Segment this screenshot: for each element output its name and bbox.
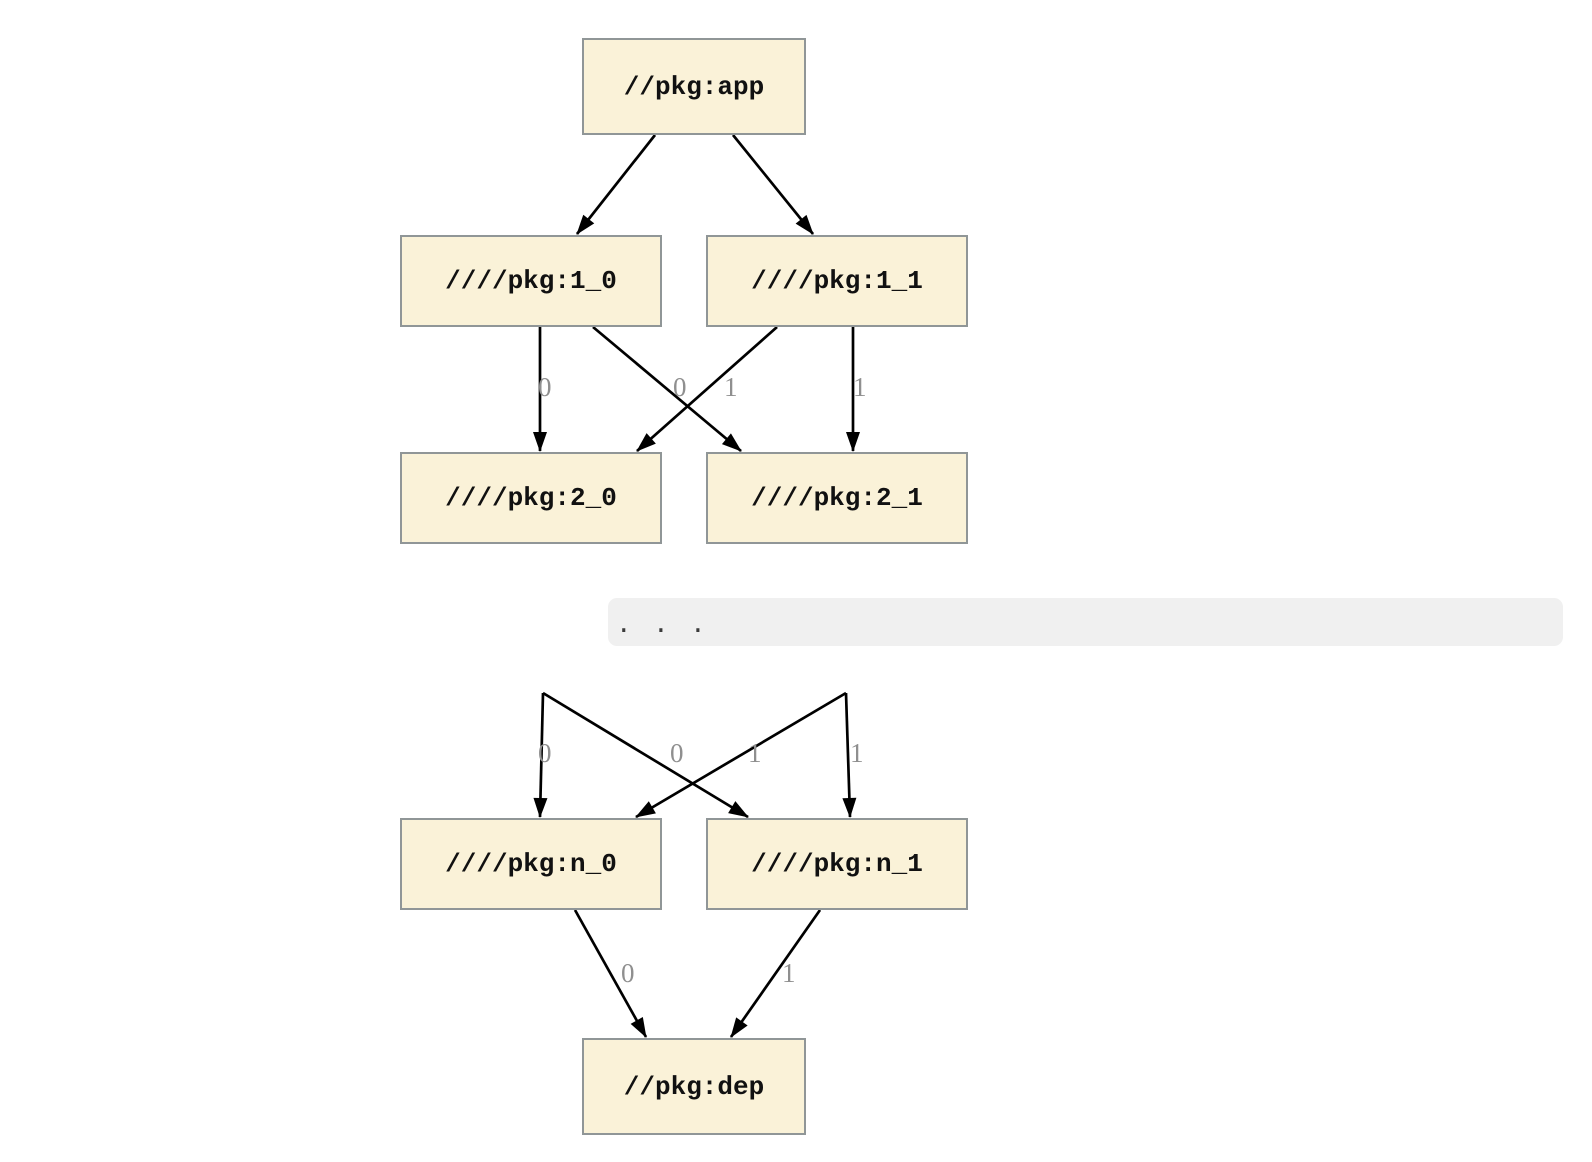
node-pkg-dep: //pkg:dep	[582, 1038, 806, 1135]
edge-label-elided-n_1-cross: 1	[748, 738, 762, 768]
node-pkg-n_1: ////pkg:n_1	[706, 818, 968, 910]
edge-label-n_0-dep: 0	[621, 958, 635, 988]
node-pkg-app: //pkg:app	[582, 38, 806, 135]
edge-elided-to-n_1	[842, 692, 857, 818]
edge-elided-to-n_0	[533, 692, 548, 818]
edge-label-n_1-dep: 1	[782, 958, 796, 988]
node-pkg-2_1: ////pkg:2_1	[706, 452, 968, 544]
edge-1_0-to-2_1	[592, 325, 742, 453]
node-pkg-2_0: ////pkg:2_0	[400, 452, 662, 544]
node-pkg-n_0: ////pkg:n_0	[400, 818, 662, 910]
edge-elided-to-n_1-cross	[542, 691, 749, 819]
edge-app-to-1_1	[731, 134, 815, 235]
edge-label-elided-n_1: 1	[850, 738, 864, 768]
edge-app-to-1_0	[575, 134, 657, 235]
edge-label-elided-n_0: 0	[538, 738, 552, 768]
ellipsis-dots: . . .	[619, 604, 703, 640]
ellipsis-band: . . .	[608, 598, 1563, 646]
edge-n_1-to-dep	[729, 909, 822, 1038]
edge-label-elided-n_0-cross: 0	[670, 738, 684, 768]
edge-label-1_0-2_0: 0	[538, 372, 552, 402]
edge-1_1-to-2_0	[636, 325, 778, 453]
edge-label-1_1-2_1: 1	[853, 372, 867, 402]
edge-label-1_1-2_0: 0	[673, 372, 687, 402]
edge-n_0-to-dep	[573, 909, 648, 1038]
node-pkg-1_1: ////pkg:1_1	[706, 235, 968, 327]
node-pkg-1_0: ////pkg:1_0	[400, 235, 662, 327]
edge-label-1_0-2_1: 1	[724, 372, 738, 402]
edge-elided-to-n_0-cross	[635, 691, 847, 819]
